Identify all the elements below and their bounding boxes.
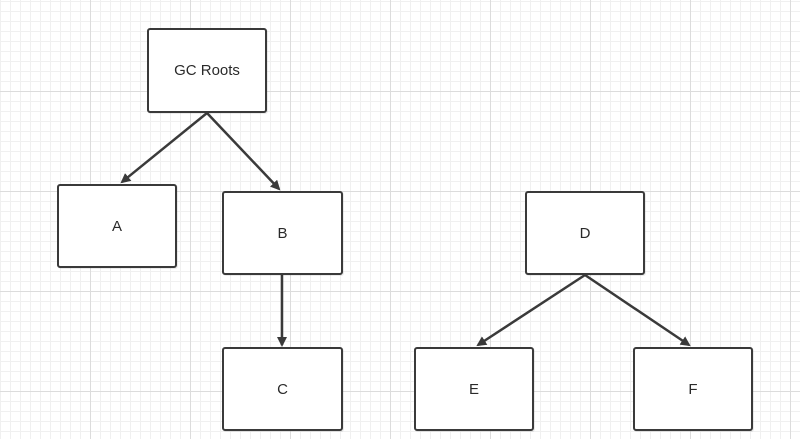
node-gc-roots-label: GC Roots — [174, 62, 240, 79]
node-f[interactable]: F — [633, 347, 753, 431]
node-e[interactable]: E — [414, 347, 534, 431]
edge-d-to-e — [476, 273, 586, 347]
node-b[interactable]: B — [222, 191, 343, 275]
node-c-label: C — [277, 380, 288, 398]
node-a[interactable]: A — [57, 184, 177, 268]
edge-gc-roots-to-a — [120, 112, 208, 184]
node-c[interactable]: C — [222, 347, 343, 431]
node-a-label: A — [111, 217, 122, 235]
edge-d-to-f — [584, 273, 691, 347]
node-b-label: B — [277, 224, 288, 242]
node-f-label: F — [688, 380, 698, 398]
node-e-label: E — [468, 380, 479, 398]
edge-gc-roots-to-b — [206, 112, 281, 191]
node-gc-roots[interactable]: GC Roots — [147, 28, 267, 113]
node-d-label: D — [579, 224, 591, 242]
node-d[interactable]: D — [525, 191, 645, 275]
